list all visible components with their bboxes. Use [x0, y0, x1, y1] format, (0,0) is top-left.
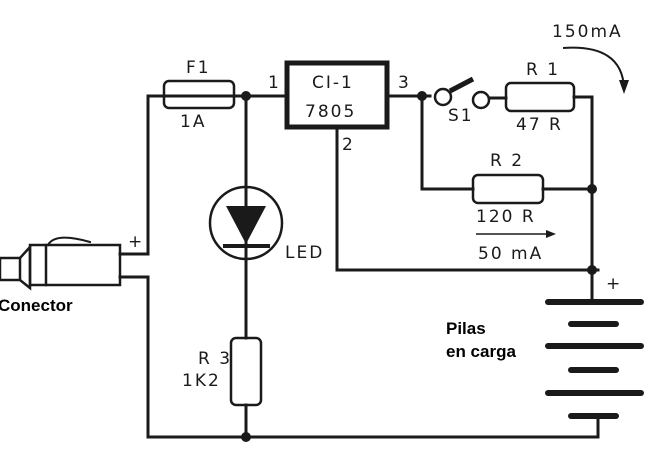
switch-name: S1	[448, 106, 474, 126]
battery-cells	[545, 299, 644, 419]
led-diode-triangle	[226, 206, 266, 244]
switch-s1-lever	[448, 76, 475, 94]
fuse-value: 1A	[180, 112, 206, 132]
r1-value: 47 R	[516, 115, 563, 135]
wire-r1-to-battery	[572, 95, 594, 272]
wire-r2-branch	[420, 94, 475, 191]
wire-ic-gnd-to-battery	[335, 125, 600, 272]
fuse-name: F1	[186, 58, 211, 78]
ic-pin-2: 2	[342, 135, 355, 155]
current-r2-arrow-icon	[546, 230, 556, 238]
connector-plus-sign: +	[128, 232, 144, 252]
battery-plus-sign: +	[606, 274, 622, 294]
battery-label-line1: Pilas	[446, 319, 486, 338]
led-symbol	[208, 185, 284, 261]
resistor-r1	[504, 81, 576, 113]
led-label: LED	[285, 243, 324, 263]
r1-name: R 1	[526, 60, 560, 80]
ic-pin-3: 3	[398, 73, 411, 93]
switch-s1-contact-a	[433, 87, 453, 107]
ic-name: CI-1	[312, 73, 354, 93]
r2-value: 120 R	[476, 207, 536, 227]
current-total-label: 150mA	[552, 22, 623, 42]
current-arrow-icon	[619, 80, 629, 94]
connector-plug	[0, 236, 122, 291]
current-r2-label: 50 mA	[478, 244, 543, 264]
ic-pin-1: 1	[268, 73, 281, 93]
switch-s1-contact-b	[471, 90, 491, 110]
connector-label: Conector	[0, 296, 73, 315]
wire-ground	[118, 275, 600, 439]
r2-name: R 2	[490, 151, 524, 171]
wire-positive-in	[118, 94, 170, 256]
resistor-r3	[229, 336, 263, 407]
r3-value: 1K2	[182, 371, 221, 391]
resistor-r2	[471, 173, 545, 205]
r3-name: R 3	[198, 349, 232, 369]
battery-label-line2: en carga	[446, 342, 516, 361]
ic-part: 7805	[305, 102, 356, 122]
